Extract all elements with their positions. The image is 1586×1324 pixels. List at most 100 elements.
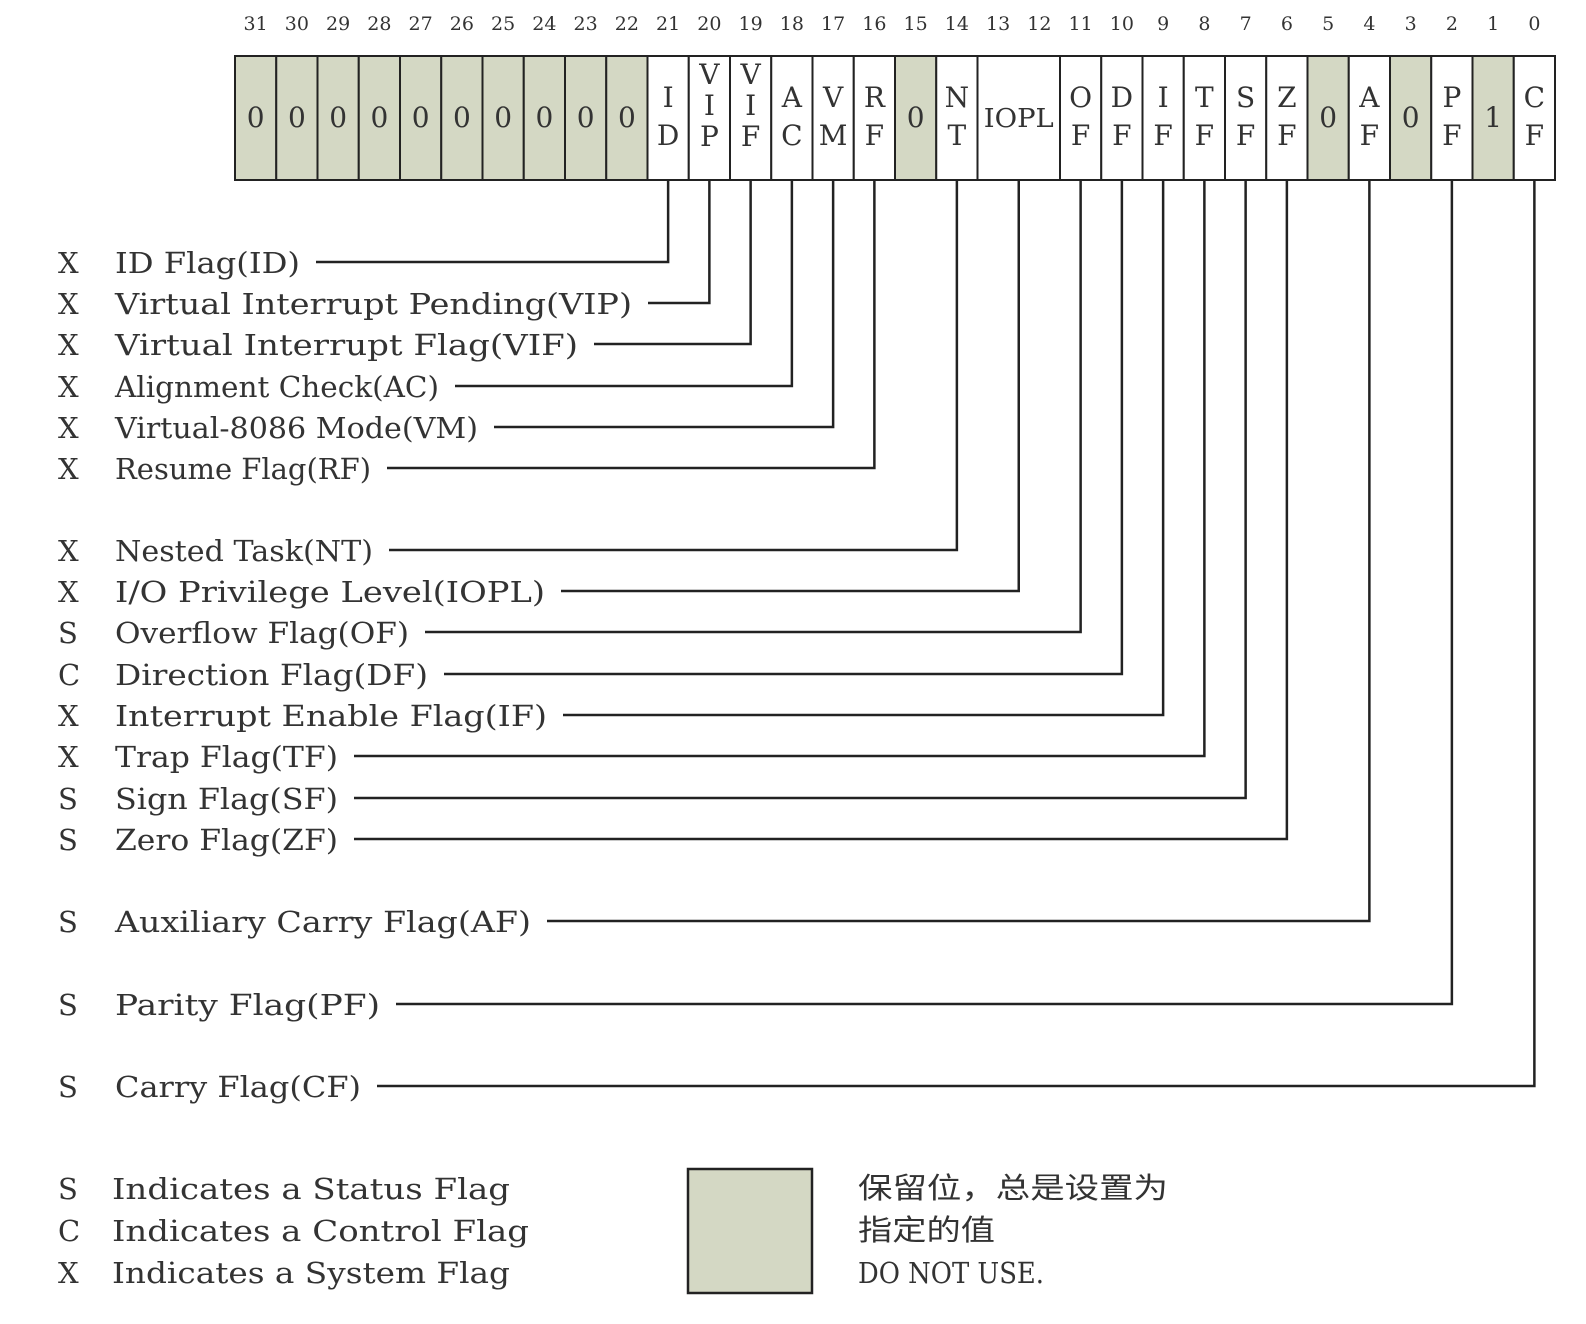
bit-label: P [700, 120, 719, 153]
bit-cell-box [316, 55, 360, 181]
bit-cell-4: AF [1347, 55, 1391, 181]
bit-label: C [1524, 81, 1545, 114]
bit-label: P [1442, 81, 1461, 114]
bit-cell-box [894, 55, 938, 181]
bit-label: V [822, 81, 844, 114]
leader-line [547, 180, 1371, 923]
bit-cell-22: 0 [605, 55, 649, 181]
bit-label: 0 [288, 101, 306, 134]
legend-code: X [58, 1256, 79, 1290]
bit-label: F [1525, 119, 1544, 152]
bit-number-4: 4 [1363, 13, 1375, 35]
bit-cell-box [1347, 55, 1391, 181]
flag-row: S Parity Flag(PF) [58, 180, 1454, 1022]
leader-line [354, 180, 1289, 841]
bit-cell-11: OF [1059, 55, 1103, 181]
bit-cell-box [852, 55, 896, 181]
bit-cell-29: 0 [316, 55, 360, 181]
flag-name: Trap Flag(TF) [115, 740, 338, 774]
leader-line [389, 180, 959, 552]
bit-label: 0 [412, 101, 430, 134]
reserved-note-line: DO NOT USE. [858, 1256, 1044, 1290]
bit-cell-box [481, 55, 525, 181]
bit-label: 0 [907, 101, 925, 134]
bit-cell-box [1471, 55, 1515, 181]
bit-number-10: 10 [1110, 13, 1134, 35]
flag-name: Resume Flag(RF) [115, 452, 371, 486]
leader-line [387, 180, 876, 470]
bit-number-30: 30 [285, 13, 309, 35]
bit-label: 0 [329, 101, 347, 134]
legend-code: C [58, 1214, 80, 1248]
flag-type: C [58, 658, 80, 692]
bit-cell-18: AC [770, 55, 814, 181]
bit-cell-9: IF [1141, 55, 1185, 181]
flag-type: S [58, 988, 78, 1022]
bit-number-17: 17 [821, 13, 845, 35]
bit-label: R [864, 81, 886, 114]
bit-number-28: 28 [367, 13, 391, 35]
bit-label: F [1277, 119, 1296, 152]
bit-cell-box [1389, 55, 1433, 181]
flag-type: S [58, 782, 78, 816]
bit-cell-box [729, 55, 773, 181]
bit-label: 0 [1319, 101, 1337, 134]
flag-type: S [58, 616, 78, 650]
bit-cell-7: SF [1224, 55, 1268, 181]
bit-number-7: 7 [1240, 13, 1252, 35]
flag-name: Parity Flag(PF) [115, 988, 380, 1022]
flag-type: S [58, 823, 78, 857]
bit-label: 1 [1484, 101, 1502, 134]
bit-number-23: 23 [574, 13, 598, 35]
bit-number-0: 0 [1528, 13, 1540, 35]
leader-line [594, 180, 752, 346]
bit-cell-box [1265, 55, 1309, 181]
flag-name: ID Flag(ID) [115, 246, 300, 280]
bit-label: C [781, 119, 802, 152]
flag-type: X [58, 699, 79, 733]
bit-number-11: 11 [1069, 13, 1093, 35]
bit-cell-iopl: IOPL [976, 55, 1061, 181]
flag-row: C Direction Flag(DF) [58, 180, 1124, 692]
flag-type: X [58, 452, 79, 486]
bit-number-24: 24 [532, 13, 556, 35]
bit-number-3: 3 [1405, 13, 1417, 35]
bit-label: T [1195, 81, 1214, 114]
bit-label: F [1236, 119, 1255, 152]
bit-label: 0 [370, 101, 388, 134]
bit-number-21: 21 [656, 13, 680, 35]
flag-type: S [58, 1070, 78, 1104]
flag-row: X Resume Flag(RF) [58, 180, 876, 486]
leader-line [396, 180, 1454, 1006]
legend-text: Indicates a Status Flag [112, 1172, 510, 1206]
flag-type: X [58, 411, 79, 445]
bit-label: F [1195, 119, 1214, 152]
bit-label: IOPL [984, 104, 1054, 134]
bit-number-16: 16 [862, 13, 886, 35]
bit-cell-16: RF [852, 55, 896, 181]
flag-type: X [58, 575, 79, 609]
bit-cell-28: 0 [357, 55, 401, 181]
flag-type: X [58, 328, 79, 362]
bit-label: N [945, 81, 970, 114]
bit-number-8: 8 [1198, 13, 1210, 35]
bit-cell-21: ID [646, 55, 690, 181]
bit-label: 0 [247, 101, 265, 134]
bit-label: 0 [618, 101, 636, 134]
bit-cell-box [399, 55, 443, 181]
flag-name: Direction Flag(DF) [115, 658, 428, 692]
flag-name: Virtual-8086 Mode(VM) [114, 411, 478, 445]
bit-cell-box [605, 55, 649, 181]
bit-cell-box [770, 55, 814, 181]
bit-cell-box [564, 55, 608, 181]
